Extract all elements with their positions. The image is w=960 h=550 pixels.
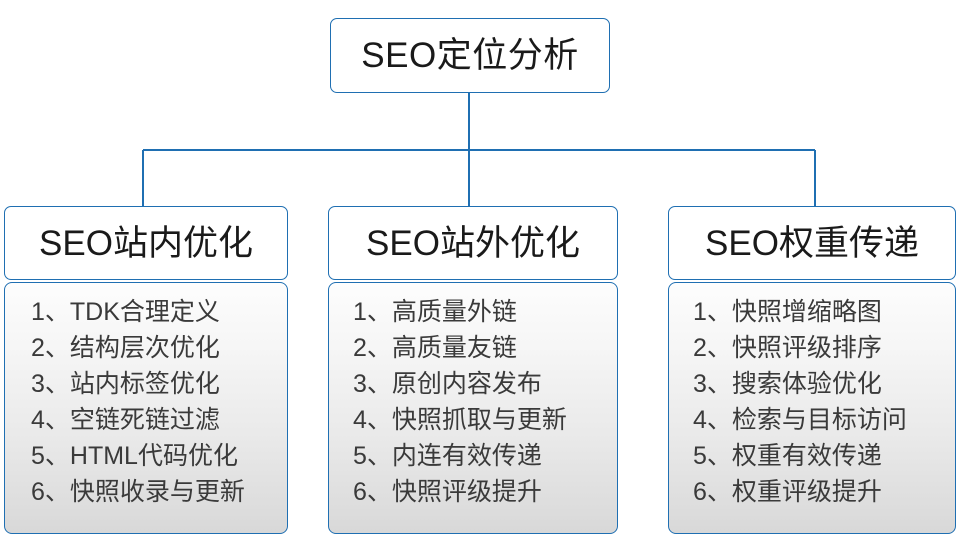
list-item-label: 快照收录与更新 — [69, 478, 245, 506]
list-item-label: 高质量友链 — [391, 334, 517, 362]
list-item: 3、搜索体验优化 — [669, 366, 955, 402]
list-item-label: 快照评级提升 — [391, 478, 542, 506]
list-item: 2、快照评级排序 — [669, 330, 955, 366]
branch-1-item-list: 1、TDK合理定义 2、结构层次优化 3、站内标签优化 4、空链死链过滤 5、H… — [5, 294, 287, 510]
list-item: 6、快照评级提升 — [329, 474, 617, 510]
list-item-number: 1、 — [353, 298, 392, 326]
branch-2-body: 1、高质量外链 2、高质量友链 3、原创内容发布 4、快照抓取与更新 5、内连有… — [328, 282, 618, 534]
list-item-label: 快照评级排序 — [731, 334, 882, 362]
list-item-label: 权重有效传递 — [731, 442, 882, 470]
branch-2-header[interactable]: SEO站外优化 — [328, 206, 618, 280]
list-item: 4、空链死链过滤 — [5, 402, 287, 438]
list-item-number: 3、 — [693, 370, 732, 398]
list-item-number: 6、 — [31, 478, 70, 506]
list-item-number: 4、 — [353, 406, 392, 434]
list-item: 5、权重有效传递 — [669, 438, 955, 474]
branch-2-item-list: 1、高质量外链 2、高质量友链 3、原创内容发布 4、快照抓取与更新 5、内连有… — [329, 294, 617, 510]
list-item-label: 空链死链过滤 — [69, 406, 220, 434]
list-item: 1、TDK合理定义 — [5, 294, 287, 330]
list-item-number: 2、 — [693, 334, 732, 362]
branch-column-1: SEO站内优化 1、TDK合理定义 2、结构层次优化 3、站内标签优化 4、空链… — [4, 206, 288, 534]
list-item: 4、检索与目标访问 — [669, 402, 955, 438]
list-item-label: 结构层次优化 — [69, 334, 220, 362]
branch-1-body: 1、TDK合理定义 2、结构层次优化 3、站内标签优化 4、空链死链过滤 5、H… — [4, 282, 288, 534]
list-item-number: 5、 — [693, 442, 732, 470]
list-item-number: 2、 — [31, 334, 70, 362]
list-item-label: 内连有效传递 — [391, 442, 542, 470]
list-item: 6、快照收录与更新 — [5, 474, 287, 510]
list-item-number: 5、 — [31, 442, 70, 470]
list-item: 5、内连有效传递 — [329, 438, 617, 474]
list-item-number: 6、 — [693, 478, 732, 506]
list-item: 1、快照增缩略图 — [669, 294, 955, 330]
list-item-number: 3、 — [353, 370, 392, 398]
root-node-title: SEO定位分析 — [361, 36, 579, 75]
list-item: 2、高质量友链 — [329, 330, 617, 366]
list-item-label: 检索与目标访问 — [731, 406, 907, 434]
list-item-number: 6、 — [353, 478, 392, 506]
list-item-label: HTML代码优化 — [69, 442, 238, 470]
list-item-number: 3、 — [31, 370, 70, 398]
list-item-label: 搜索体验优化 — [731, 370, 882, 398]
list-item: 4、快照抓取与更新 — [329, 402, 617, 438]
list-item: 1、高质量外链 — [329, 294, 617, 330]
list-item-label: 高质量外链 — [391, 298, 517, 326]
branch-1-header[interactable]: SEO站内优化 — [4, 206, 288, 280]
list-item-number: 2、 — [353, 334, 392, 362]
list-item-number: 1、 — [31, 298, 70, 326]
list-item-label: TDK合理定义 — [69, 298, 220, 326]
list-item: 5、HTML代码优化 — [5, 438, 287, 474]
list-item: 2、结构层次优化 — [5, 330, 287, 366]
list-item: 3、原创内容发布 — [329, 366, 617, 402]
branch-1-title: SEO站内优化 — [39, 223, 253, 263]
branch-3-title: SEO权重传递 — [705, 223, 919, 263]
list-item-number: 4、 — [693, 406, 732, 434]
list-item-label: 快照增缩略图 — [731, 298, 882, 326]
list-item-number: 1、 — [693, 298, 732, 326]
branch-3-item-list: 1、快照增缩略图 2、快照评级排序 3、搜索体验优化 4、检索与目标访问 5、权… — [669, 294, 955, 510]
list-item-label: 原创内容发布 — [391, 370, 542, 398]
branch-column-2: SEO站外优化 1、高质量外链 2、高质量友链 3、原创内容发布 4、快照抓取与… — [328, 206, 618, 534]
branch-column-3: SEO权重传递 1、快照增缩略图 2、快照评级排序 3、搜索体验优化 4、检索与… — [668, 206, 956, 534]
list-item-number: 4、 — [31, 406, 70, 434]
branch-3-body: 1、快照增缩略图 2、快照评级排序 3、搜索体验优化 4、检索与目标访问 5、权… — [668, 282, 956, 534]
list-item: 3、站内标签优化 — [5, 366, 287, 402]
branch-2-title: SEO站外优化 — [366, 223, 580, 263]
list-item: 6、权重评级提升 — [669, 474, 955, 510]
branch-3-header[interactable]: SEO权重传递 — [668, 206, 956, 280]
list-item-number: 5、 — [353, 442, 392, 470]
list-item-label: 快照抓取与更新 — [391, 406, 567, 434]
list-item-label: 站内标签优化 — [69, 370, 220, 398]
list-item-label: 权重评级提升 — [731, 478, 882, 506]
root-node[interactable]: SEO定位分析 — [330, 18, 610, 93]
